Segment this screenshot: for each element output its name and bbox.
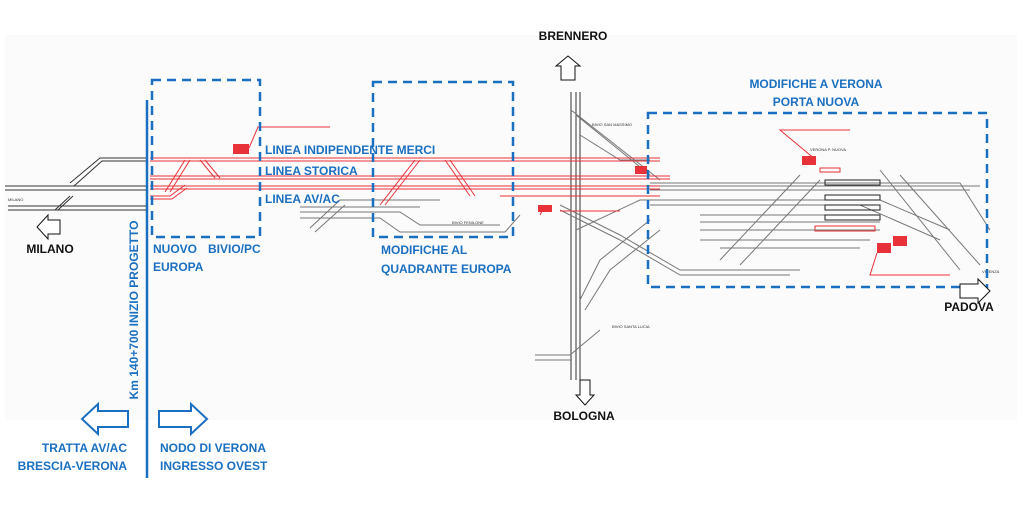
direction-bologna: BOLOGNA bbox=[553, 409, 615, 423]
milano-arrow-icon bbox=[36, 213, 61, 241]
diagram-background bbox=[5, 35, 1017, 420]
padova-arrow-icon bbox=[959, 277, 991, 305]
project-start-label: Km 140+700 INIZIO PROGETTO bbox=[127, 221, 141, 400]
direction-brennero: BRENNERO bbox=[539, 29, 608, 43]
arrow-left-icon bbox=[80, 401, 129, 437]
label-linea-avac: LINEA AV/AC bbox=[265, 192, 340, 206]
label-bivio-santa-lucia: BIVIO SANTA LUCIA bbox=[612, 324, 650, 329]
box-quadrante-europa bbox=[371, 80, 515, 239]
label-porta-nuova: PORTA NUOVA bbox=[773, 95, 860, 109]
direction-padova: PADOVA bbox=[944, 300, 994, 314]
label-modifiche-verona: MODIFICHE A VERONA bbox=[749, 77, 882, 91]
label-bivio-pc: BIVIO/PC bbox=[208, 242, 261, 256]
label-bivio-san-massimo: BIVIO SAN MASSIMO bbox=[592, 122, 632, 127]
label-ingresso-ovest: INGRESSO OVEST bbox=[160, 459, 268, 473]
label-linea-storica: LINEA STORICA bbox=[265, 164, 358, 178]
direction-milano: MILANO bbox=[26, 242, 73, 256]
label-modifiche-al: MODIFICHE AL bbox=[381, 243, 467, 257]
label-tratta-avac: TRATTA AV/AC bbox=[42, 441, 127, 455]
label-verona-pn: VERONA P. NUOVA bbox=[810, 147, 846, 152]
label-nodo-verona: NODO DI VERONA bbox=[160, 441, 266, 455]
bologna-arrow-icon bbox=[574, 379, 596, 406]
arrow-right-icon bbox=[158, 401, 209, 437]
label-brescia-verona: BRESCIA-VERONA bbox=[18, 459, 128, 473]
brennero-arrow-icon bbox=[554, 55, 582, 81]
box-verona-porta-nuova bbox=[646, 111, 989, 289]
label-linea-merci: LINEA INDIPENDENTE MERCI bbox=[265, 143, 435, 157]
label-nuovo: NUOVO bbox=[153, 242, 197, 256]
label-europa: EUROPA bbox=[153, 260, 204, 274]
label-milano-small: MILANO bbox=[8, 197, 23, 202]
project-tracks bbox=[150, 126, 950, 276]
label-bivio-fenilone: BIVIO FENILONE bbox=[452, 220, 484, 225]
label-vicenza: VICENZA bbox=[982, 269, 1000, 274]
box-nuovo-bivio-europa bbox=[150, 78, 262, 239]
label-quadrante-europa: QUADRANTE EUROPA bbox=[381, 262, 512, 276]
